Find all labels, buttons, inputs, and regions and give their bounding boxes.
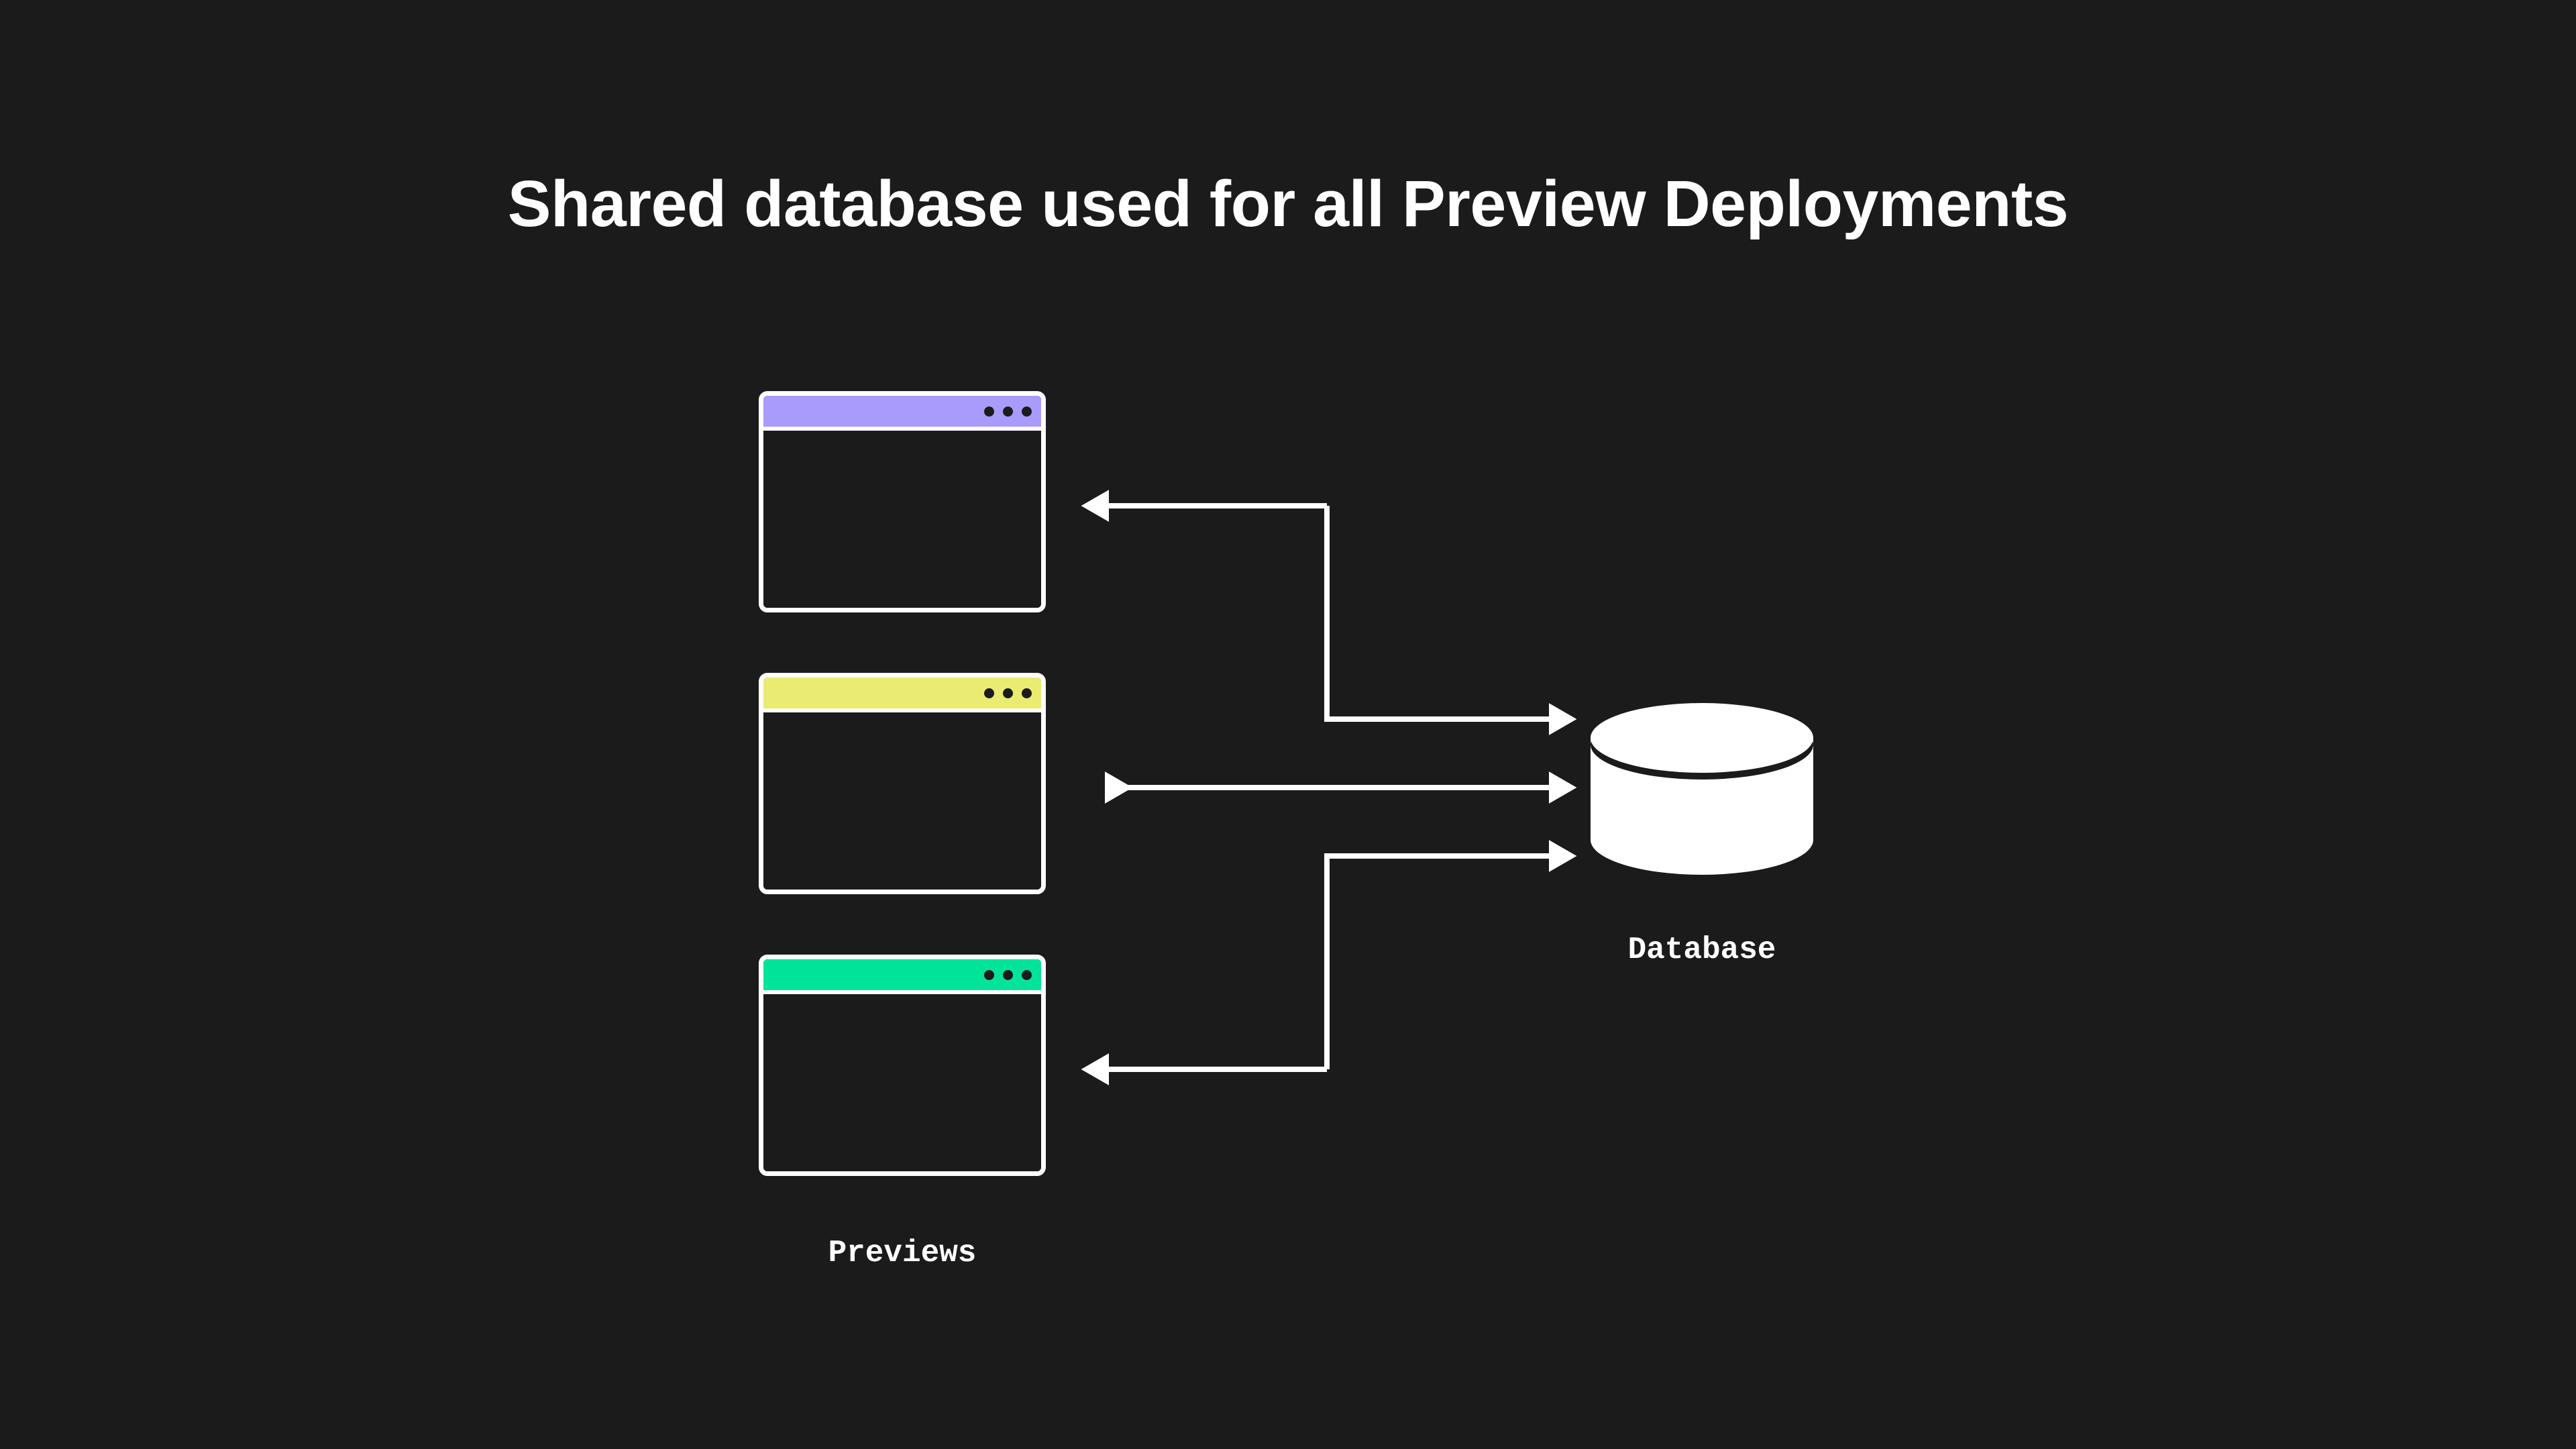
- preview-window-green[interactable]: [759, 955, 1046, 1176]
- window-dot-2[interactable]: [1003, 406, 1013, 417]
- window-content-area: [763, 712, 1041, 890]
- window-divider: [763, 708, 1041, 712]
- window-divider: [763, 990, 1041, 994]
- window-dot-3[interactable]: [1022, 688, 1032, 698]
- database-cylinder[interactable]: [1591, 703, 1813, 875]
- window-dot-1[interactable]: [984, 406, 994, 417]
- previews-label: Previews: [828, 1236, 977, 1271]
- connector-window1-to-database-right: [1324, 506, 1577, 735]
- window-titlebar: [763, 959, 1041, 990]
- database-label: Database: [1627, 932, 1776, 967]
- connector-window3-to-database-right: [1324, 840, 1577, 1069]
- window-dot-2[interactable]: [1003, 688, 1013, 698]
- cylinder-top-shape: [1591, 703, 1813, 773]
- window-dot-3[interactable]: [1022, 406, 1032, 417]
- window-content-area: [763, 994, 1041, 1171]
- window-content-area: [763, 431, 1041, 608]
- window-dot-1[interactable]: [984, 969, 994, 980]
- window-divider: [763, 427, 1041, 431]
- preview-window-purple[interactable]: [759, 391, 1046, 612]
- preview-window-yellow[interactable]: [759, 673, 1046, 894]
- window-dot-3[interactable]: [1022, 969, 1032, 980]
- page-title: Shared database used for all Preview Dep…: [507, 167, 2069, 240]
- window-titlebar: [763, 396, 1041, 427]
- window-titlebar: [763, 678, 1041, 708]
- window-dot-1[interactable]: [984, 688, 994, 698]
- window-dot-2[interactable]: [1003, 969, 1013, 980]
